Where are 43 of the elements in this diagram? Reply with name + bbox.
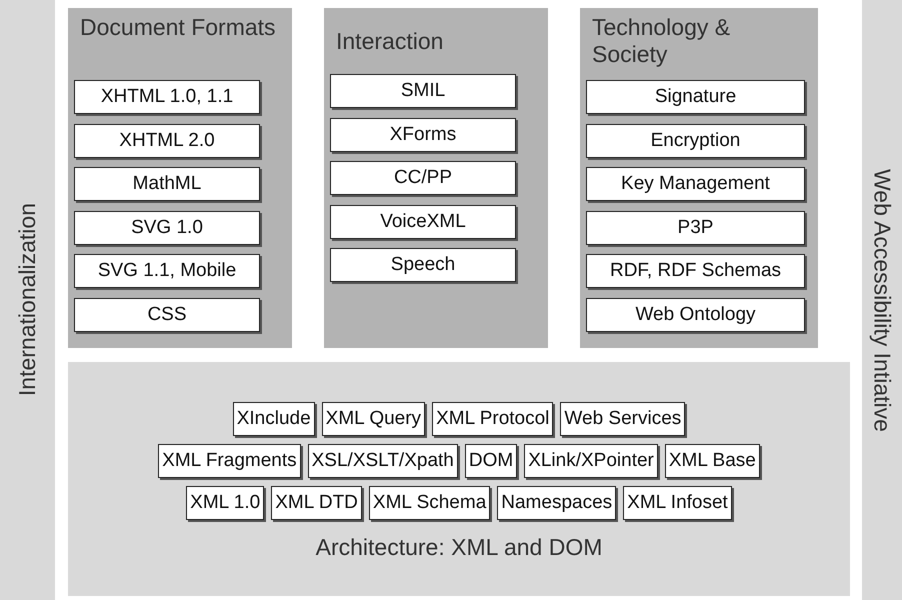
spec-box: VoiceXML bbox=[330, 204, 516, 238]
spec-box: RDF, RDF Schemas bbox=[586, 254, 805, 288]
band-label: Web Accessibility Intiative bbox=[868, 168, 896, 432]
category-panel bbox=[580, 8, 818, 348]
spec-box: Web Services bbox=[560, 402, 686, 436]
panel-title: Document Formats bbox=[79, 13, 277, 42]
spec-box: XML Query bbox=[322, 402, 426, 436]
spec-box: SMIL bbox=[330, 74, 516, 108]
spec-box: Web Ontology bbox=[586, 298, 805, 332]
spec-box: XForms bbox=[330, 118, 516, 152]
spec-box: SVG 1.1, Mobile bbox=[74, 254, 260, 288]
panel-title: Interaction bbox=[335, 26, 444, 56]
panel-title: Technology & Society bbox=[591, 13, 732, 69]
spec-box: Namespaces bbox=[497, 486, 616, 520]
spec-box: CSS bbox=[74, 298, 260, 332]
category-panel bbox=[68, 8, 292, 348]
architecture-panel bbox=[68, 362, 850, 596]
spec-box: XML Base bbox=[664, 444, 760, 478]
spec-box: P3P bbox=[586, 210, 805, 244]
spec-box: SVG 1.0 bbox=[74, 210, 260, 244]
spec-box: Signature bbox=[586, 80, 805, 114]
spec-box: Key Management bbox=[586, 167, 805, 201]
spec-box: XHTML 1.0, 1.1 bbox=[74, 80, 260, 114]
band-label: Internationalization bbox=[14, 203, 41, 397]
spec-box: XML Fragments bbox=[158, 444, 301, 478]
spec-box: CC/PP bbox=[330, 161, 516, 195]
panel-title: Architecture: XML and DOM bbox=[314, 534, 604, 561]
spec-box: XML DTD bbox=[271, 486, 362, 520]
spec-box: XML Infoset bbox=[623, 486, 732, 520]
spec-box: XInclude bbox=[232, 402, 315, 436]
spec-box: XML 1.0 bbox=[186, 486, 264, 520]
spec-box: XSL/XSLT/Xpath bbox=[308, 444, 458, 478]
spec-box: DOM bbox=[464, 444, 518, 478]
side-band bbox=[0, 0, 55, 600]
side-band bbox=[862, 0, 902, 600]
spec-box: XLink/XPointer bbox=[524, 444, 658, 478]
spec-box: XML Schema bbox=[368, 486, 490, 520]
spec-box: Encryption bbox=[586, 124, 805, 158]
spec-box: XML Protocol bbox=[432, 402, 554, 436]
category-panel bbox=[324, 8, 548, 348]
spec-box: MathML bbox=[74, 167, 260, 201]
spec-box: Speech bbox=[330, 248, 516, 282]
spec-box: XHTML 2.0 bbox=[74, 124, 260, 158]
